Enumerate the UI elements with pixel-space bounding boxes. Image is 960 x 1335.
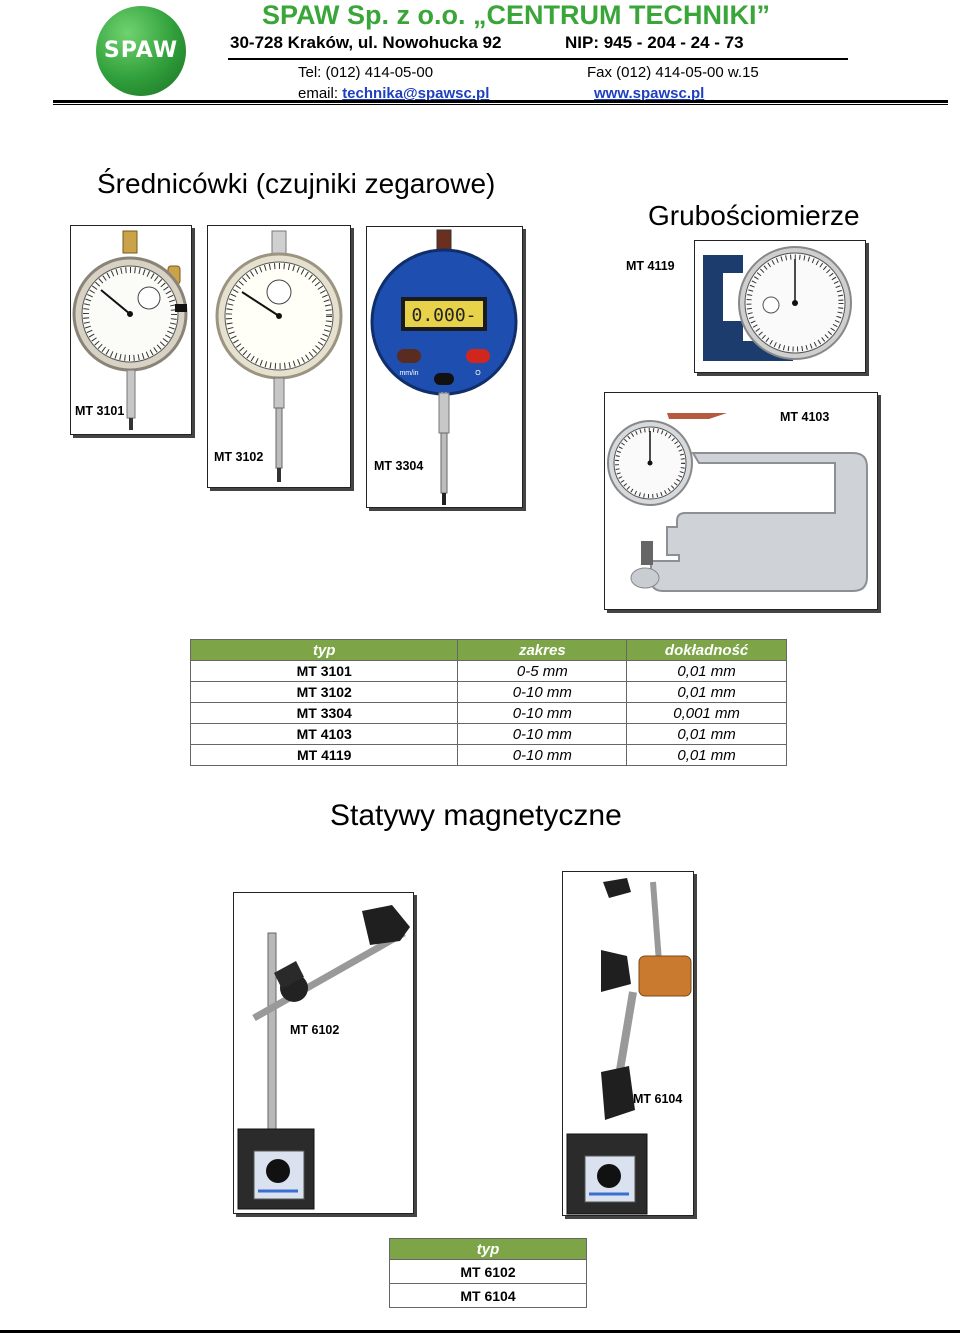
cell-dokladnosc: 0,01 mm <box>626 681 787 703</box>
cell-typ: MT 3102 <box>189 681 459 703</box>
product-mt4119 <box>694 240 866 373</box>
label-mt3101: MT 3101 <box>75 404 125 418</box>
cell-typ: MT 4119 <box>189 744 459 766</box>
heading-srednicowki: Średnicówki (czujniki zegarowe) <box>97 168 496 199</box>
header-divider <box>53 100 948 103</box>
cell-zakres: 0-10 mm <box>457 744 628 766</box>
label-mt4103: MT 4103 <box>780 410 830 424</box>
cell-zakres: 0-10 mm <box>457 702 628 724</box>
label-mt3304: MT 3304 <box>374 459 424 473</box>
cell-typ: MT 4103 <box>189 723 459 745</box>
product-mt4103: MT 4103 <box>604 392 878 610</box>
digital-gauge-mt3304-image: 0.000- mm/in M O <box>370 229 518 505</box>
label-mt4119: MT 4119 <box>626 259 675 273</box>
thickness-gauge-mt4119-image <box>703 246 852 361</box>
company-nip: NIP: 945 - 204 - 24 - 73 <box>565 33 744 52</box>
header-divider-thin <box>53 104 948 105</box>
table-row: MT 4103 0-10 mm 0,01 mm <box>189 723 787 745</box>
product-mt6102: MT 6102 <box>233 892 414 1214</box>
specs-table-stands: typ MT 6102 MT 6104 <box>389 1238 587 1308</box>
cell-typ: MT 3304 <box>189 702 459 724</box>
phone-number: Tel: (012) 414-05-00 <box>298 64 434 81</box>
table-row: MT 3101 0-5 mm 0,01 mm <box>189 660 787 682</box>
website-link[interactable]: www.spawsc.pl <box>594 85 705 102</box>
product-mt6104: MT 6104 <box>562 871 694 1216</box>
o-button-label: O <box>475 370 481 377</box>
company-address: 30-728 Kraków, ul. Nowohucka 92 <box>230 33 502 52</box>
label-mt3102: MT 3102 <box>214 450 264 464</box>
product-mt3304: 0.000- mm/in M O MT 3304 <box>366 226 523 508</box>
email-line: email: technika@spawsc.pl <box>298 85 489 102</box>
cell-typ: MT 6102 <box>389 1259 587 1284</box>
company-name: SPAW Sp. z o.o. „CENTRUM TECHNIKI” <box>262 0 770 30</box>
heading-grubosciomierze: Grubościomierze <box>648 200 860 231</box>
email-link[interactable]: technika@spawsc.pl <box>342 85 490 102</box>
col-typ: typ <box>389 1238 587 1260</box>
specs-table-header-row: typ <box>389 1238 587 1260</box>
lcd-readout: 0.000- <box>411 305 476 326</box>
product-mt3101: MT 3101 <box>70 225 192 435</box>
unit-button-label: mm/in <box>399 370 418 377</box>
thickness-gauge-mt4103-image <box>607 413 868 592</box>
col-typ: typ <box>189 639 459 661</box>
magnetic-stand-mt6102-image <box>237 905 410 1210</box>
cell-dokladnosc: 0,01 mm <box>626 723 787 745</box>
spaw-logo: SPAW <box>96 6 186 96</box>
header-rule <box>228 58 848 60</box>
cell-zakres: 0-10 mm <box>457 681 628 703</box>
product-mt3102: MT 3102 <box>207 225 351 488</box>
table-row: MT 3102 0-10 mm 0,01 mm <box>189 681 787 703</box>
col-zakres: zakres <box>457 639 628 661</box>
col-dokladnosc: dokładność <box>626 639 787 661</box>
email-label: email: <box>298 85 343 102</box>
specs-table-header-row: typ zakres dokładność <box>189 639 787 661</box>
magnetic-stand-mt6104-image <box>566 878 692 1215</box>
table-row: MT 4119 0-10 mm 0,01 mm <box>189 744 787 766</box>
footer-rule <box>0 1330 960 1333</box>
dial-gauge-mt3102-image <box>215 230 343 482</box>
heading-statywy: Statywy magnetyczne <box>330 799 622 832</box>
specs-table-gauges: typ zakres dokładność MT 3101 0-5 mm 0,0… <box>189 639 787 766</box>
cell-typ: MT 6104 <box>389 1283 587 1308</box>
cell-dokladnosc: 0,01 mm <box>626 744 787 766</box>
table-row: MT 6102 <box>389 1259 587 1284</box>
label-mt6104: MT 6104 <box>633 1092 683 1106</box>
cell-zakres: 0-10 mm <box>457 723 628 745</box>
logo-text: SPAW <box>103 38 179 63</box>
table-row: MT 6104 <box>389 1283 587 1308</box>
dial-gauge-mt3101-image <box>72 230 188 430</box>
cell-zakres: 0-5 mm <box>457 660 628 682</box>
label-mt6102: MT 6102 <box>290 1023 340 1037</box>
fax-number: Fax (012) 414-05-00 w.15 <box>587 64 759 81</box>
table-row: MT 3304 0-10 mm 0,001 mm <box>189 702 787 724</box>
cell-typ: MT 3101 <box>189 660 459 682</box>
cell-dokladnosc: 0,01 mm <box>626 660 787 682</box>
cell-dokladnosc: 0,001 mm <box>626 702 787 724</box>
